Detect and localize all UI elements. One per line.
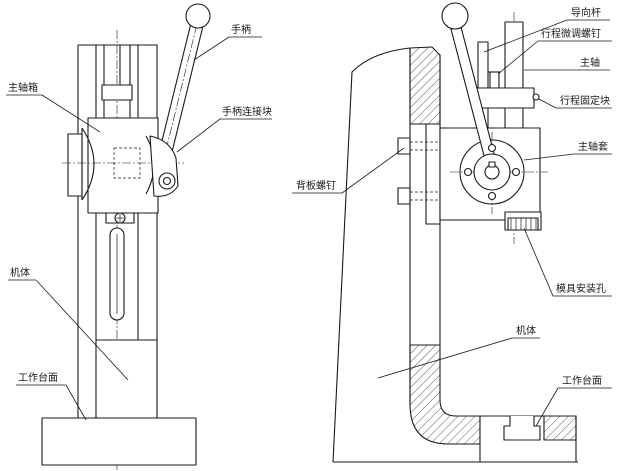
label-front-body: 机体 (8, 266, 129, 381)
side-stroke-adjust-screw (489, 71, 500, 89)
label-text: 背板螺钉 (296, 179, 336, 192)
front-base (41, 417, 197, 466)
label-front-handle-connector: 手柄连接块 (176, 105, 272, 153)
side-view (332, 2, 578, 463)
labels: 手柄 主轴箱 手柄连接块 机体 工作台面 导向杆 行程微调螺钉 主轴 (6, 6, 612, 427)
leader-side-spindle-sleeve (523, 153, 612, 161)
leader-front-spindle-box (6, 94, 101, 133)
label-text: 机体 (516, 324, 536, 337)
side-spindle-keyway (488, 161, 496, 168)
label-text: 行程微调螺钉 (541, 27, 601, 40)
leader-side-backplate-screw (292, 147, 405, 194)
front-spindle-box (87, 117, 159, 214)
front-handle-rod-center (165, 19, 199, 151)
label-side-die-mounting-hole: 模具安装孔 (523, 227, 612, 297)
front-box-cover-arc (81, 127, 95, 201)
side-stroke-fixing-block (475, 87, 535, 109)
leader-front-handle-connector (176, 118, 272, 153)
label-text: 行程固定块 (560, 94, 610, 107)
leader-side-die-mounting-hole (523, 227, 612, 297)
label-text: 手柄 (231, 23, 251, 36)
label-text: 工作台面 (562, 374, 602, 387)
side-worktable-section (543, 415, 577, 441)
front-lower-body (95, 339, 158, 419)
label-text: 导向杆 (571, 6, 601, 19)
side-backplate-screw-upper (397, 137, 411, 155)
side-column-top (409, 46, 441, 125)
side-flange-bolt-left (463, 167, 473, 177)
front-box-side-cover (67, 133, 83, 197)
label-text: 手柄连接块 (222, 105, 272, 118)
label-text: 主轴箱 (8, 81, 38, 94)
leader-side-guide-rod (483, 19, 610, 53)
label-front-handle: 手柄 (193, 23, 262, 61)
side-handle-ball (441, 2, 469, 30)
leader-marker (532, 93, 540, 101)
side-die-mounting-hole (507, 217, 539, 231)
leader-front-worktable (16, 384, 87, 421)
side-flange-bolt-top (487, 143, 497, 153)
front-view (41, 3, 211, 470)
label-text: 主轴套 (578, 140, 608, 153)
label-side-backplate-screw: 背板螺钉 (292, 147, 405, 194)
label-side-stroke-adjust-screw: 行程微调螺钉 (497, 27, 612, 75)
label-side-spindle: 主轴 (524, 56, 610, 71)
label-side-guide-rod: 导向杆 (483, 6, 610, 53)
leader-front-handle (193, 36, 262, 61)
leader-front-body (8, 279, 129, 381)
label-front-worktable: 工作台面 (16, 371, 87, 421)
side-flange-bolt-bottom (487, 191, 497, 201)
label-side-stroke-fixing-block: 行程固定块 (532, 93, 612, 109)
side-worktable-t-slot (503, 416, 541, 441)
leader-side-stroke-adjust-screw (497, 40, 612, 75)
label-text: 主轴 (580, 56, 600, 69)
side-back-plate (425, 123, 441, 225)
front-top-block (101, 84, 133, 101)
label-text: 机体 (10, 266, 30, 279)
leader-side-body (377, 337, 540, 379)
side-body-outline (332, 47, 411, 463)
leader-side-stroke-fixing-block (538, 98, 612, 109)
side-backplate-screw-lower (397, 187, 411, 205)
front-guide-rod-top (119, 44, 131, 86)
leader-side-worktable (535, 387, 612, 427)
front-connector-pin-hole (162, 176, 172, 186)
label-side-body: 机体 (377, 324, 540, 379)
front-handle-ball (185, 3, 211, 29)
label-side-worktable: 工作台面 (535, 374, 612, 427)
label-front-spindle-box: 主轴箱 (6, 81, 101, 133)
label-text: 工作台面 (18, 371, 58, 384)
label-side-spindle-sleeve: 主轴套 (523, 140, 612, 161)
label-text: 模具安装孔 (556, 282, 606, 295)
front-connector-pin (158, 172, 176, 190)
side-flange-bolt-right (511, 167, 521, 177)
side-throat-section (409, 344, 481, 445)
